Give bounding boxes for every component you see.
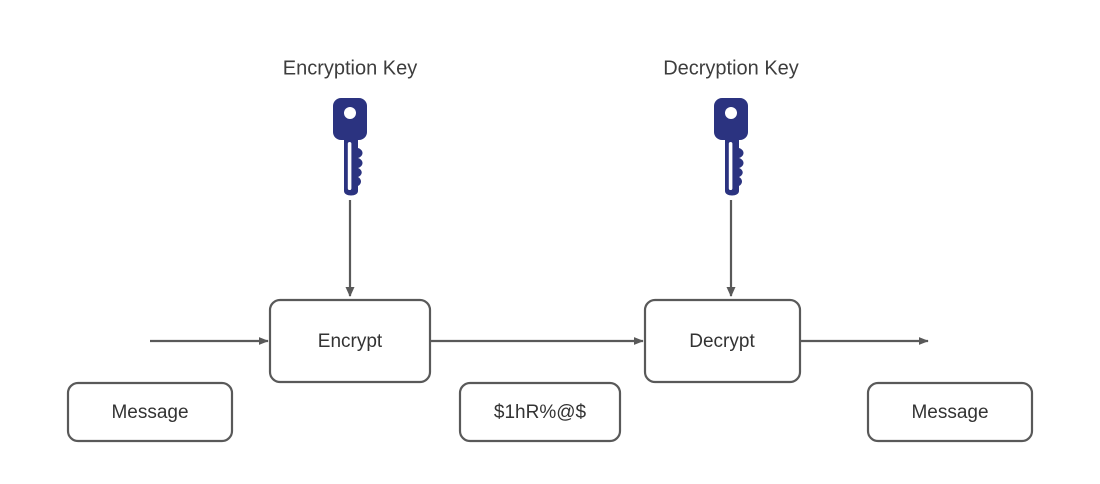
- decryption-key-icon: [714, 98, 748, 196]
- encryption-key-caption: Encryption Key: [283, 57, 418, 79]
- plaintext-output-label: Message: [911, 402, 988, 423]
- encryption-key-icon: [333, 98, 367, 196]
- encrypt-box-label: Encrypt: [318, 331, 383, 352]
- ciphertext-box[interactable]: $1hR%@$: [458, 381, 622, 443]
- plaintext-input-box[interactable]: Message: [66, 381, 234, 443]
- decrypt-box-label: Decrypt: [689, 331, 755, 352]
- ciphertext-label: $1hR%@$: [494, 402, 587, 423]
- plaintext-output-box[interactable]: Message: [866, 381, 1034, 443]
- decryption-key-caption: Decryption Key: [663, 57, 799, 79]
- plaintext-input-label: Message: [111, 402, 188, 423]
- decrypt-process-box[interactable]: Decrypt: [643, 298, 802, 384]
- encrypt-process-box[interactable]: Encrypt: [268, 298, 432, 384]
